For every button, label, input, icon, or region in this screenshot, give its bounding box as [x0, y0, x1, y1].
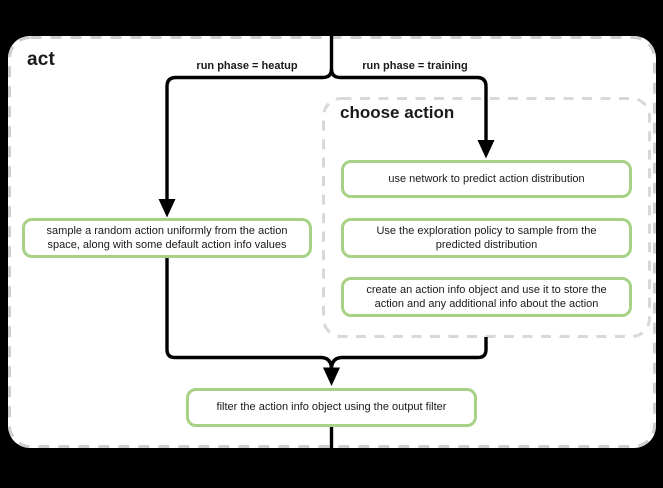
- node-create-action-info: create an action info object and use it …: [341, 277, 632, 317]
- branch-label-heatup: run phase = heatup: [196, 60, 298, 72]
- node-exploration-policy-sample: Use the exploration policy to sample fro…: [341, 218, 632, 258]
- choose-action-title: choose action: [340, 103, 455, 122]
- node-sample-random-action: sample a random action uniformly from th…: [22, 218, 312, 258]
- node-predict-distribution: use network to predict action distributi…: [341, 160, 632, 198]
- act-container-title: act: [27, 49, 56, 70]
- node-filter-action-info: filter the action info object using the …: [186, 388, 477, 427]
- branch-label-training: run phase = training: [362, 60, 468, 72]
